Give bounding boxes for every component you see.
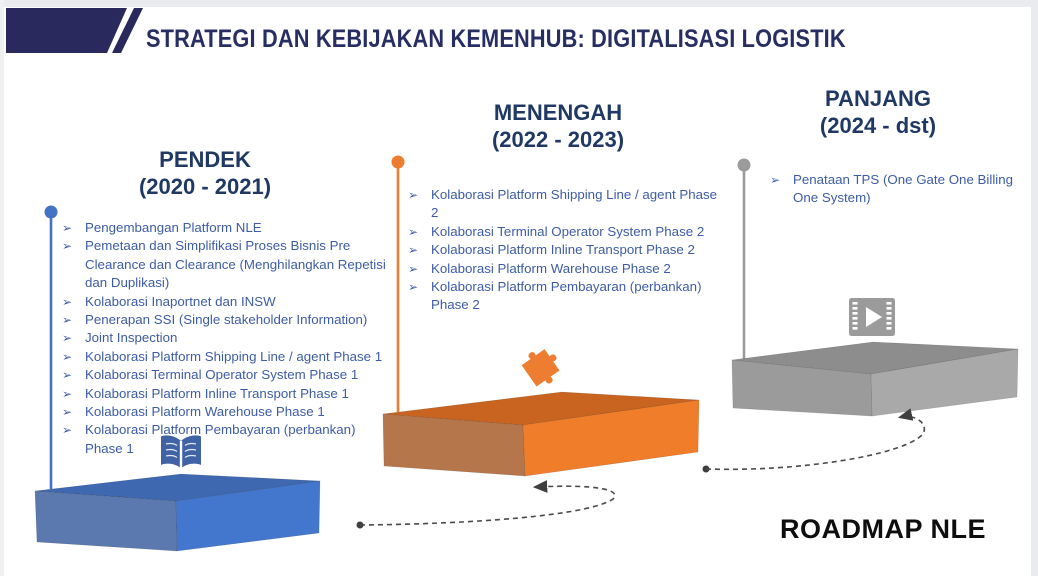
phase-period-pendek: (2020 - 2021) [138, 174, 272, 199]
list-item: ➢ Kolaborasi Platform Warehouse Phase 2 [408, 260, 724, 278]
list-item: ➢ Kolaborasi Platform Pembayaran (perban… [62, 421, 392, 458]
list-item-text: Pemetaan dan Simplifikasi Proses Bisnis … [85, 238, 386, 291]
bullet-arrow-icon: ➢ [62, 423, 73, 438]
phase-header-panjang: PANJANG (2024 - dst) [728, 85, 1028, 139]
list-item-text: Kolaborasi Inaportnet dan INSW [85, 293, 276, 309]
phase-list-menengah: ➢ Kolaborasi Platform Shipping Line / ag… [408, 186, 724, 315]
list-item: ➢ Penerapan SSI (Single stakeholder Info… [62, 311, 392, 329]
list-item-text: Kolaborasi Platform Warehouse Phase 1 [85, 404, 325, 420]
list-item-text: Kolaborasi Platform Shipping Line / agen… [431, 187, 718, 221]
bullet-arrow-icon: ➢ [62, 239, 73, 254]
timeline-menengah [391, 155, 405, 412]
platform-panjang-front [870, 348, 1019, 417]
slide-edge-top [0, 0, 1038, 7]
bullet-arrow-icon: ➢ [62, 221, 73, 235]
phase-title-panjang: PANJANG [825, 86, 931, 111]
list-item: ➢ Kolaborasi Terminal Operator System Ph… [62, 366, 392, 384]
title-banner-shape [6, 8, 127, 53]
bullet-arrow-icon: ➢ [408, 188, 419, 202]
title-banner-slash [112, 8, 143, 53]
timeline-dot-pendek [44, 205, 58, 219]
bullet-arrow-icon: ➢ [770, 173, 781, 187]
timeline-panjang [737, 158, 751, 359]
bullet-arrow-icon: ➢ [62, 313, 73, 328]
timeline-dot-menengah [391, 155, 405, 169]
timeline-pendek [44, 205, 58, 489]
platform-menengah-front [522, 399, 700, 477]
slide-title: STRATEGI DAN KEBIJAKAN KEMENHUB: DIGITAL… [146, 25, 846, 53]
platform-pendek [34, 473, 321, 552]
bullet-arrow-icon: ➢ [62, 294, 73, 309]
list-item-text: Kolaborasi Platform Inline Transport Pha… [85, 385, 349, 401]
phase-list-panjang: ➢ Penataan TPS (One Gate One Billing One… [770, 171, 1022, 208]
flow-arrow-1-path [359, 480, 616, 526]
phase-period-menengah: (2022 - 2023) [491, 127, 625, 152]
platform-pendek-front [175, 480, 321, 552]
bullet-arrow-icon: ➢ [62, 349, 73, 364]
list-item: ➢ Pemetaan dan Simplifikasi Proses Bisni… [62, 237, 392, 292]
slide-edge-right [1031, 0, 1038, 576]
bullet-arrow-icon: ➢ [408, 243, 419, 258]
list-item: ➢ Kolaborasi Platform Shipping Line / ag… [408, 186, 724, 223]
list-item: ➢ Kolaborasi Platform Inline Transport P… [62, 385, 392, 403]
list-item: ➢ Kolaborasi Terminal Operator System Ph… [408, 223, 724, 241]
flow-arrow-1 [356, 480, 616, 529]
phase-header-menengah: MENENGAH (2022 - 2023) [408, 99, 708, 153]
bullet-arrow-icon: ➢ [62, 368, 73, 383]
roadmap-footer-label: ROADMAP NLE [780, 514, 987, 544]
list-item-text: Kolaborasi Platform Shipping Line / agen… [85, 348, 383, 364]
bullet-arrow-icon: ➢ [408, 224, 419, 239]
list-item-text: Pengembangan Platform NLE [85, 220, 262, 235]
video-play-icon [849, 298, 895, 336]
bullet-arrow-icon: ➢ [408, 280, 419, 295]
slide-edge-left [0, 0, 4, 576]
list-item: ➢ Kolaborasi Platform Inline Transport P… [408, 241, 724, 259]
puzzle-icon [521, 349, 560, 387]
list-item: ➢ Penataan TPS (One Gate One Billing One… [770, 171, 1022, 208]
list-item: ➢ Kolaborasi Platform Shipping Line / ag… [62, 348, 392, 366]
list-item-text: Kolaborasi Platform Pembayaran (perbanka… [85, 422, 356, 456]
timeline-dot-panjang [737, 158, 751, 172]
list-item-text: Kolaborasi Terminal Operator System Phas… [431, 223, 705, 239]
bullet-arrow-icon: ➢ [62, 331, 73, 346]
list-item-text: Joint Inspection [85, 330, 178, 346]
open-book-icon [161, 435, 201, 469]
bullet-arrow-icon: ➢ [62, 386, 73, 401]
list-item-text: Penataan TPS (One Gate One Billing One S… [793, 172, 1014, 206]
phase-title-menengah: MENENGAH [493, 100, 623, 125]
list-item: ➢ Kolaborasi Platform Warehouse Phase 1 [62, 403, 392, 421]
list-item: ➢ Kolaborasi Inaportnet dan INSW [62, 293, 392, 311]
list-item-text: Kolaborasi Platform Inline Transport Pha… [431, 242, 695, 258]
phase-list-pendek: ➢ Pengembangan Platform NLE ➢ Pemetaan d… [62, 219, 392, 458]
list-item-text: Kolaborasi Platform Pembayaran (perbanka… [431, 279, 702, 313]
phase-header-pendek: PENDEK (2020 - 2021) [55, 146, 355, 200]
list-item: ➢ Pengembangan Platform NLE [62, 219, 392, 237]
flow-arrow-2-path [705, 408, 926, 471]
bullet-arrow-icon: ➢ [408, 261, 419, 276]
phase-period-panjang: (2024 - dst) [819, 113, 937, 138]
list-item: ➢ Kolaborasi Platform Pembayaran (perban… [408, 278, 724, 315]
list-item-text: Kolaborasi Platform Warehouse Phase 2 [431, 260, 671, 276]
platform-menengah [382, 391, 700, 477]
list-item-text: Penerapan SSI (Single stakeholder Inform… [85, 312, 368, 328]
bullet-arrow-icon: ➢ [62, 405, 73, 420]
list-item: ➢ Joint Inspection [62, 329, 392, 347]
platform-panjang [731, 341, 1019, 417]
flow-arrow-2 [702, 408, 926, 473]
phase-title-pendek: PENDEK [159, 147, 251, 172]
list-item-text: Kolaborasi Terminal Operator System Phas… [85, 367, 359, 383]
